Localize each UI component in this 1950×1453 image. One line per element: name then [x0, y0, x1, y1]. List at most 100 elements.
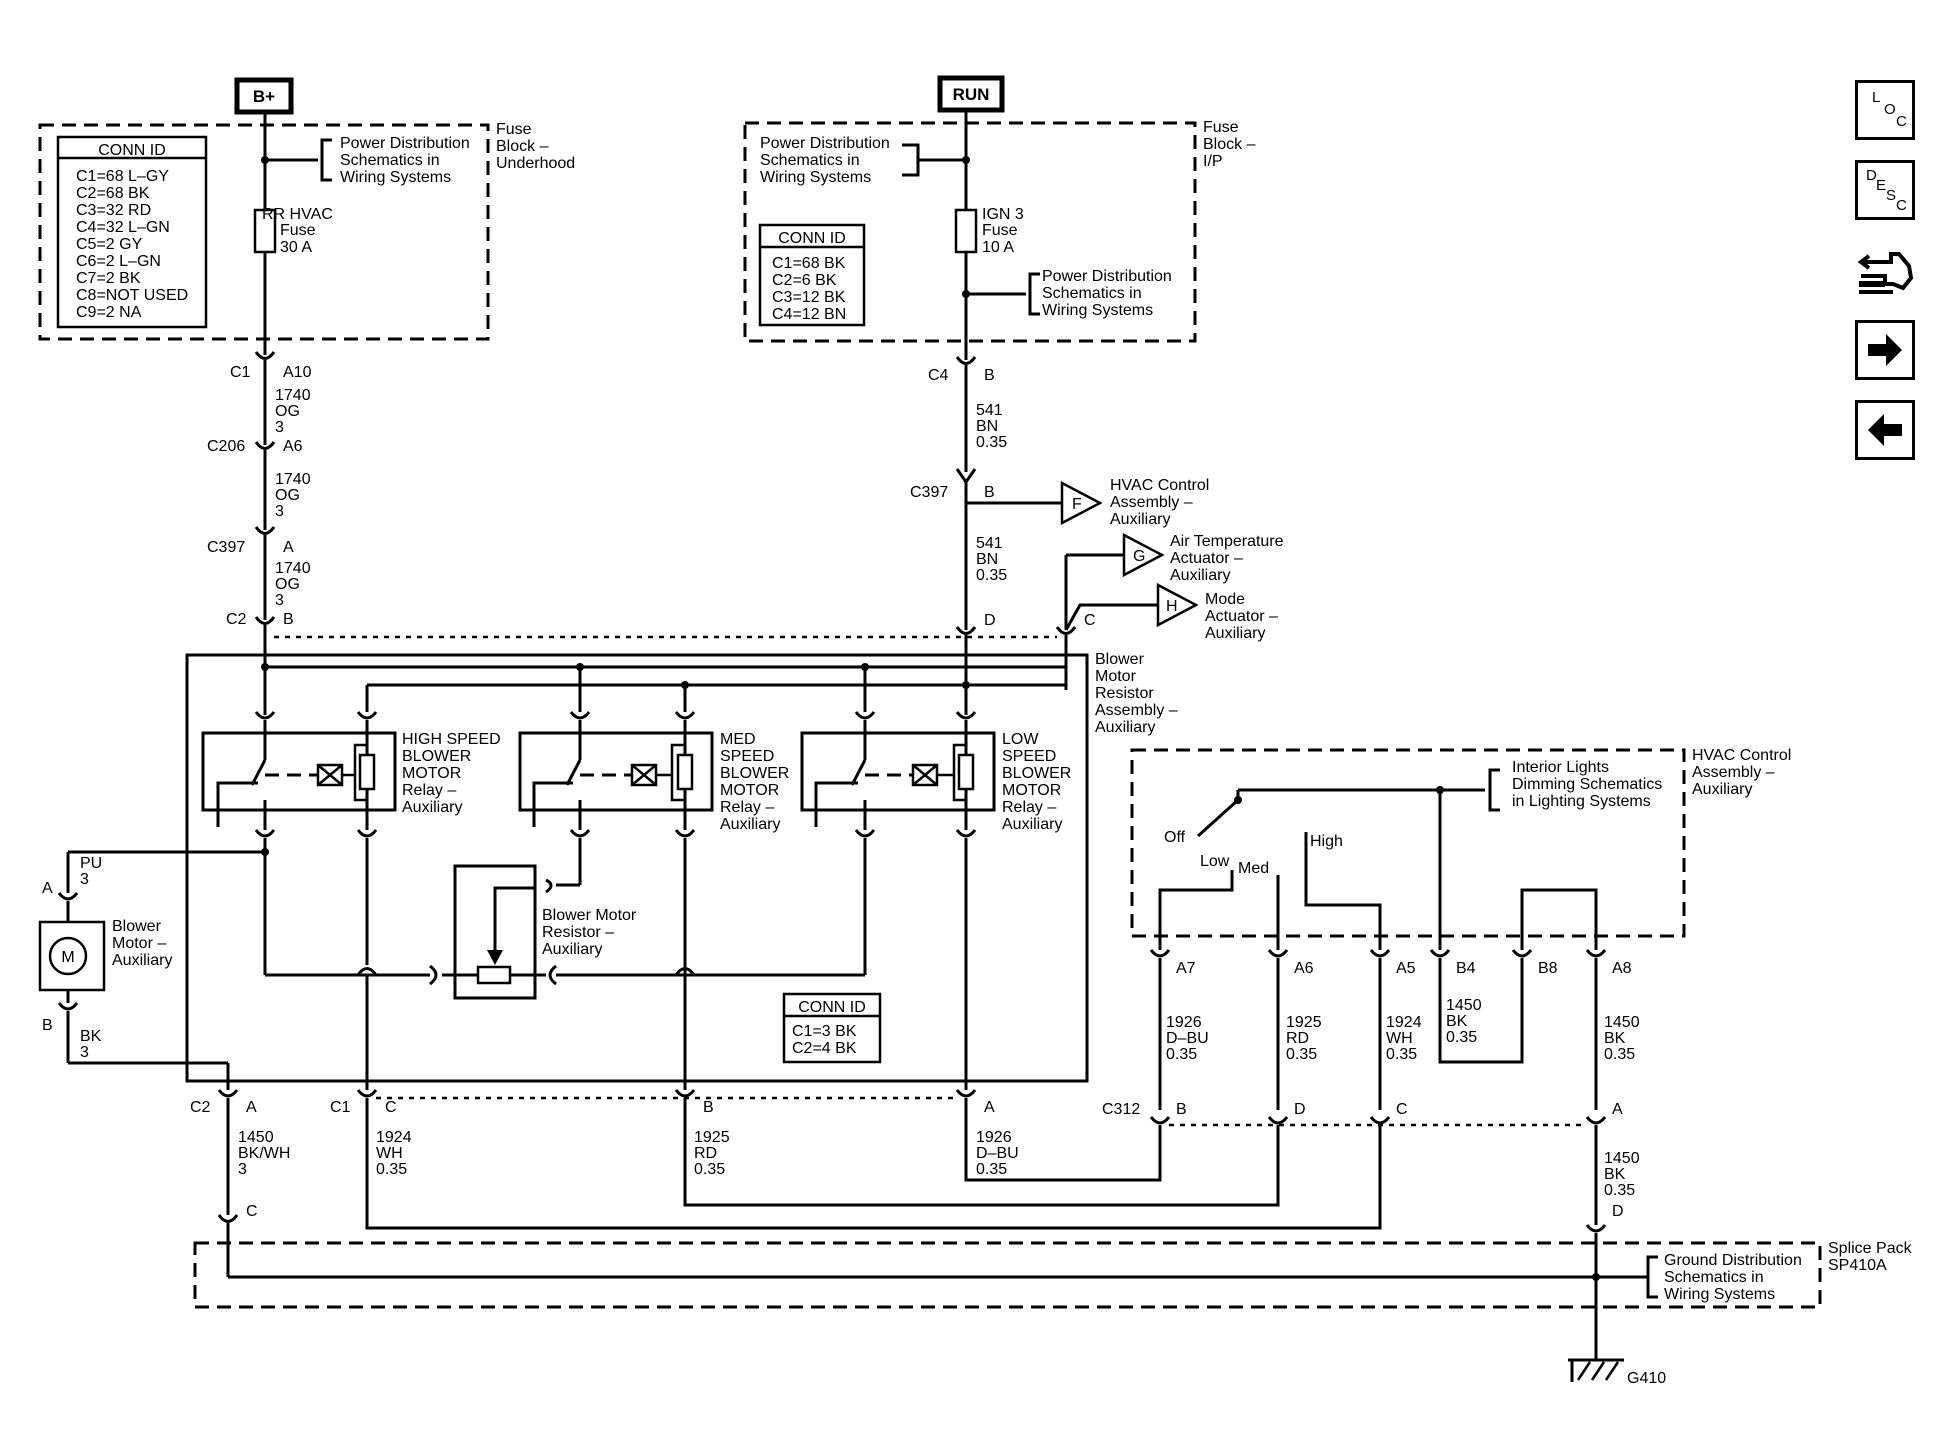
svg-text:B: B — [703, 1099, 714, 1116]
svg-text:WH: WH — [1386, 1030, 1413, 1047]
svg-text:541: 541 — [976, 535, 1003, 552]
svg-text:C2=68 BK: C2=68 BK — [76, 185, 150, 202]
svg-text:A: A — [283, 539, 294, 556]
svg-text:BLOWER: BLOWER — [720, 765, 789, 782]
svg-text:1926: 1926 — [1166, 1014, 1202, 1031]
svg-text:MOTOR: MOTOR — [720, 782, 779, 799]
svg-text:0.35: 0.35 — [1604, 1182, 1635, 1199]
svg-text:I/P: I/P — [1203, 153, 1223, 170]
svg-text:D: D — [984, 612, 996, 629]
svg-text:Fuse: Fuse — [496, 121, 532, 138]
svg-text:Blower: Blower — [1095, 651, 1145, 668]
svg-text:C4: C4 — [928, 367, 949, 384]
svg-text:Resistor: Resistor — [1095, 685, 1154, 702]
svg-text:LOW: LOW — [1002, 731, 1039, 748]
svg-text:CONN ID: CONN ID — [98, 142, 166, 159]
svg-text:B: B — [42, 1017, 53, 1034]
svg-text:F: F — [1072, 496, 1082, 513]
svg-text:Block –: Block – — [496, 138, 549, 155]
svg-text:WH: WH — [376, 1145, 403, 1162]
svg-text:Blower: Blower — [112, 918, 162, 935]
svg-text:Assembly –: Assembly – — [1110, 494, 1193, 511]
svg-text:HIGH SPEED: HIGH SPEED — [402, 731, 501, 748]
svg-text:Wiring Systems: Wiring Systems — [760, 169, 871, 186]
svg-text:Wiring Systems: Wiring Systems — [1664, 1286, 1775, 1303]
svg-text:B8: B8 — [1538, 960, 1558, 977]
svg-text:Blower Motor: Blower Motor — [542, 907, 637, 924]
svg-text:PU: PU — [80, 855, 102, 872]
svg-text:A10: A10 — [283, 364, 312, 381]
svg-text:Schematics in: Schematics in — [760, 152, 860, 169]
svg-text:Schematics in: Schematics in — [1664, 1269, 1764, 1286]
svg-text:C: C — [1396, 1101, 1408, 1118]
previous-page-button[interactable] — [1855, 400, 1915, 460]
svg-text:SPEED: SPEED — [1002, 748, 1056, 765]
svg-text:Interior Lights: Interior Lights — [1512, 759, 1609, 776]
bottom-connectors: C2 A 1450 BK/WH 3 C C1 C 1924 WH 0.35 B … — [190, 1063, 1382, 1230]
svg-text:G410: G410 — [1627, 1370, 1666, 1387]
next-page-button[interactable] — [1855, 320, 1915, 380]
svg-text:B4: B4 — [1456, 960, 1476, 977]
svg-text:BK: BK — [1446, 1013, 1468, 1030]
reference-g-air-temp-actuator: G Air Temperature Actuator – Auxiliary — [1064, 532, 1284, 630]
svg-text:0.35: 0.35 — [1166, 1046, 1197, 1063]
svg-text:0.35: 0.35 — [1286, 1046, 1317, 1063]
svg-text:C1: C1 — [230, 364, 251, 381]
connector-tool-icon[interactable] — [1855, 240, 1915, 300]
svg-text:0.35: 0.35 — [976, 1161, 1007, 1178]
svg-text:BN: BN — [976, 418, 998, 435]
svg-text:A: A — [984, 1099, 995, 1116]
svg-text:Relay –: Relay – — [402, 782, 456, 799]
svg-text:Med: Med — [1238, 860, 1269, 877]
svg-text:Resistor –: Resistor – — [542, 924, 614, 941]
svg-text:Motor –: Motor – — [112, 935, 166, 952]
svg-text:541: 541 — [976, 402, 1003, 419]
svg-text:Auxiliary: Auxiliary — [112, 952, 172, 969]
loc-letter: O — [1884, 101, 1896, 118]
svg-text:IGN 3: IGN 3 — [982, 206, 1024, 223]
svg-text:Auxiliary: Auxiliary — [1002, 816, 1062, 833]
svg-text:OG: OG — [275, 403, 300, 420]
reference-h-mode-actuator: H Mode Actuator – Auxiliary — [1064, 582, 1278, 642]
svg-text:Fuse: Fuse — [1203, 119, 1239, 136]
svg-text:Auxiliary: Auxiliary — [1170, 567, 1230, 584]
svg-text:Auxiliary: Auxiliary — [1095, 719, 1155, 736]
svg-text:C2: C2 — [226, 611, 247, 628]
svg-text:A: A — [1612, 1101, 1623, 1118]
svg-text:Auxiliary: Auxiliary — [720, 816, 780, 833]
svg-text:Underhood: Underhood — [496, 155, 575, 172]
svg-text:BLOWER: BLOWER — [402, 748, 471, 765]
svg-text:3: 3 — [80, 1044, 89, 1061]
svg-text:1740: 1740 — [275, 560, 311, 577]
svg-text:C: C — [385, 1099, 397, 1116]
svg-text:M: M — [61, 949, 74, 966]
loc-letter: C — [1896, 113, 1907, 130]
svg-text:Low: Low — [1200, 853, 1230, 870]
svg-text:Air Temperature: Air Temperature — [1170, 533, 1284, 550]
svg-text:OG: OG — [275, 487, 300, 504]
svg-text:Ground Distribution: Ground Distribution — [1664, 1252, 1802, 1269]
loc-button[interactable]: L O C — [1855, 80, 1915, 140]
svg-text:B+: B+ — [253, 87, 275, 106]
svg-text:D: D — [1612, 1203, 1624, 1220]
svg-text:B: B — [1176, 1101, 1187, 1118]
svg-text:0.35: 0.35 — [1386, 1046, 1417, 1063]
relay-med-speed: MED SPEED BLOWER MOTOR Relay – Auxiliary — [518, 711, 789, 838]
svg-text:A7: A7 — [1176, 960, 1196, 977]
svg-text:SPEED: SPEED — [720, 748, 774, 765]
hvac-control-assembly: HVAC Control Assembly – Auxiliary Interi… — [1130, 747, 1791, 1110]
svg-text:D: D — [1294, 1101, 1306, 1118]
svg-text:C2: C2 — [190, 1099, 211, 1116]
svg-text:C3=32 RD: C3=32 RD — [76, 202, 151, 219]
svg-text:1924: 1924 — [1386, 1014, 1422, 1031]
svg-text:1740: 1740 — [275, 471, 311, 488]
svg-text:Schematics in: Schematics in — [1042, 285, 1142, 302]
svg-text:BK: BK — [1604, 1166, 1626, 1183]
svg-text:A6: A6 — [1294, 960, 1314, 977]
svg-text:0.35: 0.35 — [1446, 1029, 1477, 1046]
svg-text:BK: BK — [80, 1028, 102, 1045]
desc-button[interactable]: D E S C — [1855, 160, 1915, 220]
svg-text:Auxiliary: Auxiliary — [1692, 781, 1752, 798]
svg-text:D–BU: D–BU — [976, 1145, 1019, 1162]
desc-letter: C — [1896, 197, 1907, 214]
